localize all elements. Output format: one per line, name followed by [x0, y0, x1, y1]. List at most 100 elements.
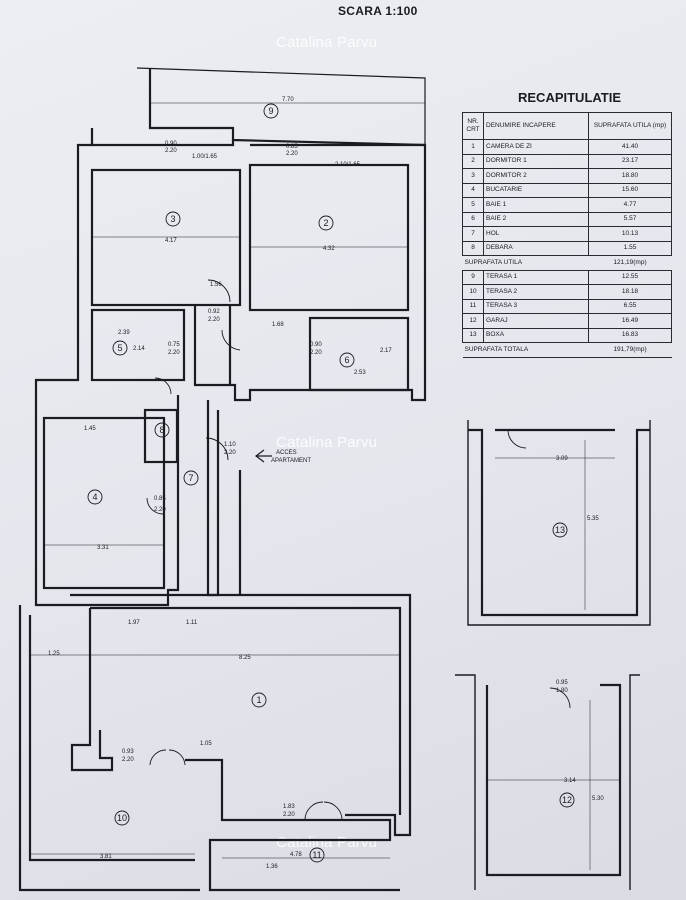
- room-marker-4: 4: [87, 489, 103, 505]
- dim-label: 4.32: [323, 246, 335, 252]
- dim-label: 0.90: [310, 342, 322, 348]
- watermark-middle: Catalina Parvu: [276, 434, 378, 451]
- room-marker-7: 7: [183, 470, 199, 486]
- dim-label: 3.14: [564, 778, 576, 784]
- dim-label: 1.68: [272, 322, 284, 328]
- dim-label: 3.31: [97, 545, 109, 551]
- recap-total-label: SUPRAFATA TOTALA: [462, 342, 589, 358]
- dim-label: 1.80: [556, 688, 568, 694]
- room-marker-3: 3: [165, 211, 181, 227]
- dim-label: 1.36: [266, 864, 278, 870]
- dim-label: 1.97: [128, 620, 140, 626]
- recap-name: DORMITOR 2: [483, 168, 589, 184]
- svg-text:13: 13: [555, 525, 565, 535]
- dim-label: 5.30: [592, 796, 604, 802]
- dim-label: 1.56: [210, 282, 222, 288]
- dim-label: 4.78: [290, 852, 302, 858]
- recap-area: 4.77: [588, 197, 672, 213]
- dim-label: 0.92: [208, 309, 220, 315]
- dim-label: 3.09: [556, 456, 568, 462]
- dim-label: 2.20: [283, 812, 295, 818]
- recap-area: 41.40: [588, 139, 672, 155]
- dim-label: 8.25: [239, 655, 251, 661]
- recap-area: 15.60: [588, 182, 672, 198]
- dim-label: 1.00/1.65: [192, 154, 218, 160]
- room-marker-6: 6: [339, 352, 355, 368]
- recap-name: DORMITOR 1: [483, 153, 589, 169]
- dim-label: 2.17: [380, 348, 392, 354]
- dim-label: 2.53: [354, 370, 366, 376]
- room-marker-8: 8: [154, 422, 170, 438]
- dim-label: 0.75: [168, 342, 180, 348]
- dim-label: 2.10/1.65: [335, 162, 361, 168]
- recap-total-value: 191,79(mp): [588, 342, 672, 358]
- room-marker-5: 5: [112, 340, 128, 356]
- dim-label: 2.14: [133, 346, 145, 352]
- dim-label: 2.39: [118, 330, 130, 336]
- svg-text:3: 3: [170, 214, 175, 224]
- dim-label: 2.20: [154, 507, 166, 513]
- recap-name: HOL: [483, 226, 589, 242]
- room-marker-13: 13: [552, 522, 568, 538]
- dim-label: 1.83: [283, 804, 295, 810]
- dim-label: 2.20: [310, 350, 322, 356]
- svg-text:11: 11: [312, 850, 321, 860]
- watermark-top: Catalina Parvu: [276, 34, 378, 51]
- dim-label: 0.93: [122, 749, 134, 755]
- dim-label: 0.85: [154, 496, 166, 502]
- recap-area: 18.80: [588, 168, 672, 184]
- dimension-labels: 7.70 0.90 2.20 0.85 2.20 1.00/1.65 2.10/…: [48, 97, 604, 870]
- room-marker-9: 9: [263, 103, 279, 119]
- svg-text:10: 10: [117, 813, 127, 823]
- dim-label: 2.20: [168, 350, 180, 356]
- dim-label: 1.45: [84, 426, 96, 432]
- recap-name: BUCATARIE: [483, 182, 589, 198]
- svg-text:6: 6: [344, 355, 349, 365]
- dim-label: 0.85: [286, 144, 298, 150]
- room-markers: 1 2 3 4 5 6 7 8 9 10 11 12 13: [87, 103, 575, 863]
- dim-label: 2.20: [208, 317, 220, 323]
- recap-title: RECAPITULATIE: [518, 90, 622, 105]
- dim-label: 0.95: [556, 680, 568, 686]
- dim-label: 2.20: [286, 151, 298, 157]
- access-arrow-icon: [255, 449, 272, 463]
- access-label: ACCES: [276, 450, 297, 456]
- svg-text:2: 2: [323, 218, 328, 228]
- dim-label: 2.20: [224, 450, 236, 456]
- dim-label: 5.35: [587, 516, 599, 522]
- dim-label: 3.81: [100, 854, 112, 860]
- recap-header-row: NR. CRT DENUMIRE INCAPERE SUPRAFATA UTIL…: [462, 112, 672, 140]
- svg-text:9: 9: [268, 106, 273, 116]
- dimension-lines: [30, 102, 620, 870]
- dim-label: 2.20: [122, 757, 134, 763]
- dim-label: 0.90: [165, 141, 177, 147]
- svg-text:7: 7: [188, 473, 193, 483]
- plan-walls: [18, 67, 651, 892]
- svg-text:5: 5: [117, 343, 122, 353]
- dim-label: 1.11: [186, 620, 198, 626]
- access-label-2: APARTAMENT: [271, 458, 311, 464]
- scale-label: SCARA 1:100: [338, 4, 418, 18]
- svg-text:1: 1: [256, 695, 261, 705]
- dim-label: 2.20: [165, 148, 177, 154]
- room-marker-12: 12: [559, 792, 575, 808]
- recap-area: 10.13: [588, 226, 672, 242]
- room-marker-10: 10: [114, 810, 130, 826]
- recap-col-area: SUPRAFATA UTILA (mp): [588, 112, 672, 140]
- room-marker-1: 1: [251, 692, 267, 708]
- room-marker-2: 2: [318, 215, 334, 231]
- dim-label: 4.17: [165, 238, 177, 244]
